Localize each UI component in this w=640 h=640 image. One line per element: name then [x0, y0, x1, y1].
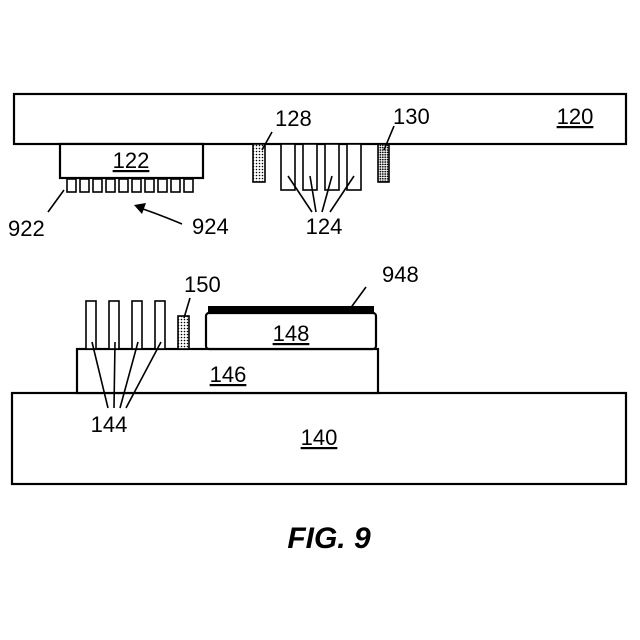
label-post-bottom: 150 — [184, 272, 221, 297]
label-post-left-top: 128 — [275, 106, 312, 131]
label-pins-bottom: 144 — [91, 412, 128, 437]
leader-post-bottom — [184, 298, 190, 318]
label-substrate-bottom: 140 — [301, 425, 338, 450]
label-chip-top: 122 — [113, 148, 150, 173]
label-pins-top: 124 — [306, 214, 343, 239]
top-post-left — [253, 144, 265, 182]
arrow-924-head — [134, 203, 146, 214]
label-chip-bottom: 148 — [273, 321, 310, 346]
bottom-post — [178, 316, 189, 349]
top-substrate — [14, 94, 626, 144]
chip-pads — [67, 179, 193, 192]
label-layer-mid: 146 — [210, 362, 247, 387]
leaders-pins-top — [288, 176, 354, 212]
label-substrate-top: 120 — [557, 104, 594, 129]
label-coating: 948 — [382, 262, 419, 287]
leader-pads-left — [48, 190, 64, 212]
label-pads-left: 922 — [8, 216, 45, 241]
arrow-924 — [140, 208, 182, 224]
bottom-pins — [86, 301, 165, 349]
figure-caption: FIG. 9 — [287, 522, 371, 555]
label-pads-arrow: 924 — [192, 214, 229, 239]
label-post-right-top: 130 — [393, 104, 430, 129]
